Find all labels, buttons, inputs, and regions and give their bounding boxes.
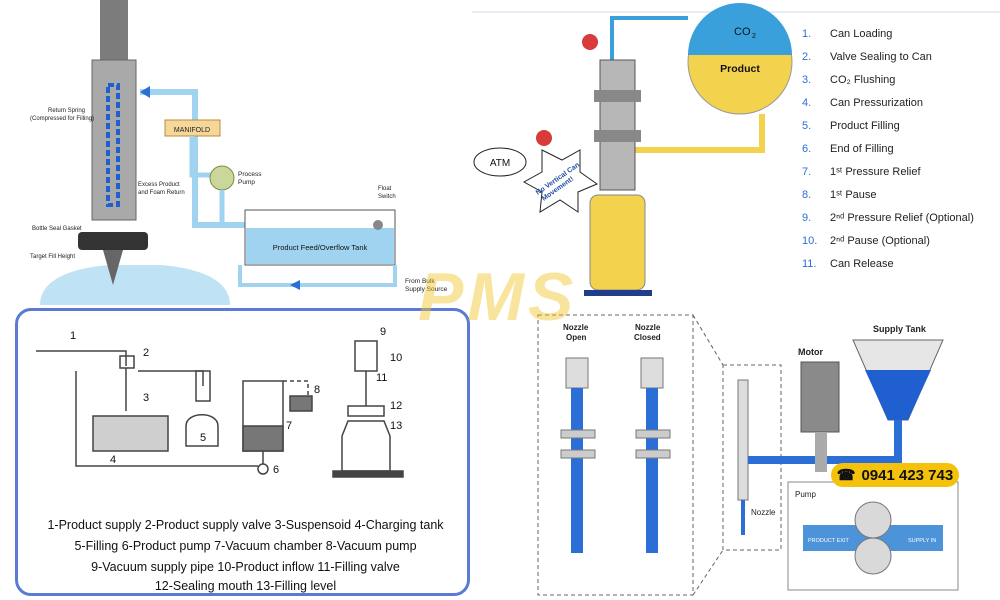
list-item: 11.Can Release [802, 258, 894, 270]
svg-text:Supply Tank: Supply Tank [873, 324, 927, 334]
list-item: 10.2ⁿᵈ Pause (Optional) [802, 235, 930, 247]
red-valve-top [582, 34, 598, 50]
svg-text:Open: Open [566, 333, 587, 342]
svg-text:Nozzle: Nozzle [635, 323, 661, 332]
can [589, 194, 646, 291]
svg-text:Pump: Pump [795, 490, 816, 499]
svg-text:SUPPLY IN: SUPPLY IN [908, 538, 936, 544]
list-item: 9.2ⁿᵈ Pressure Relief (Optional) [802, 212, 974, 224]
svg-text:Product: Product [720, 63, 760, 75]
charging-tank [92, 415, 169, 452]
bottle-liquid [40, 265, 230, 305]
svg-text:4: 4 [110, 454, 116, 466]
phone-icon: ☎ [836, 467, 856, 484]
list-item: 6.End of Filling [802, 143, 894, 155]
list-item: 4.Can Pressurization [802, 97, 923, 109]
legend-line-2: 5-Filling 6-Product pump 7-Vacuum chambe… [74, 539, 417, 553]
list-item: 2.Valve Sealing to Can [802, 51, 932, 63]
phone-badge[interactable]: ☎ 0941 423 743 [831, 463, 959, 487]
warning-burst [522, 149, 599, 213]
can-filler-diagram: CO 2 Product ATM No Vertical Can Movemen… [472, 0, 1000, 305]
svg-text:10: 10 [390, 352, 402, 364]
legend-line-1: 1-Product supply 2-Product supply valve … [47, 518, 444, 532]
svg-text:7: 7 [286, 420, 292, 432]
svg-text:Bottle Seal Gasket: Bottle Seal Gasket [32, 226, 82, 232]
seal-gasket [78, 232, 148, 250]
process-pump [209, 165, 235, 191]
valve-stem [100, 0, 128, 60]
svg-text:Pump: Pump [238, 179, 255, 186]
supply-valve [119, 355, 135, 369]
svg-text:ATM: ATM [490, 158, 510, 169]
filling-bottle [185, 414, 219, 447]
svg-text:(Compressed for Filling): (Compressed for Filling) [30, 116, 94, 122]
filling-valve [599, 59, 636, 191]
svg-text:6: 6 [273, 464, 279, 476]
vacuum-filler-schematic: 1 2 3 4 5 6 7 8 9 10 11 12 13 1-Product … [15, 308, 470, 596]
svg-text:Excess Product: Excess Product [138, 182, 180, 188]
filling-bottle-13 [341, 420, 391, 472]
pms-watermark: PMS [418, 259, 578, 335]
svg-text:Supply Source: Supply Source [405, 286, 448, 293]
svg-text:Return Spring: Return Spring [48, 108, 85, 114]
svg-text:and Foam Return: and Foam Return [138, 190, 185, 196]
svg-text:PRODUCT EXIT: PRODUCT EXIT [808, 538, 849, 544]
legend-line-4: 12-Sealing mouth 13-Filling level [154, 579, 337, 593]
overflow-filler-diagram: MANIFOLD Process Pump Product Feed/Overf… [0, 0, 472, 305]
svg-text:Nozzle: Nozzle [563, 323, 589, 332]
list-item: 7.1ˢᵗ Pressure Relief [802, 166, 921, 178]
nozzle-pump-diagram: Nozzle Open Nozzle Closed Nozzle Motor S… [533, 310, 1000, 600]
legend-line-3: 9-Vacuum supply pipe 10-Product inflow 1… [91, 560, 400, 574]
svg-text:Target Fill Height: Target Fill Height [30, 254, 75, 260]
svg-text:Switch: Switch [378, 194, 396, 200]
svg-text:2: 2 [143, 347, 149, 359]
svg-text:9: 9 [380, 326, 386, 338]
svg-text:13: 13 [390, 420, 402, 432]
pump-gear-bottom [854, 537, 892, 575]
vacuum-pump [289, 395, 313, 412]
svg-text:CO: CO [734, 26, 751, 38]
product-pump [257, 463, 269, 475]
list-item: 3.CO₂ Flushing [802, 74, 896, 86]
svg-text:From Bulk: From Bulk [405, 278, 435, 285]
svg-text:MANIFOLD: MANIFOLD [174, 127, 210, 134]
float-switch [373, 220, 383, 230]
nozzle-tip [103, 250, 123, 285]
atm-cloud [473, 147, 527, 177]
nozzle-closed [646, 388, 658, 553]
svg-text:Nozzle: Nozzle [751, 508, 776, 517]
svg-text:Float: Float [378, 186, 392, 192]
svg-text:11: 11 [376, 372, 387, 384]
svg-text:Closed: Closed [634, 333, 661, 342]
svg-text:2: 2 [752, 33, 756, 40]
svg-text:8: 8 [314, 384, 320, 396]
list-item: 5.Product Filling [802, 120, 900, 132]
svg-text:1: 1 [70, 330, 76, 342]
svg-text:12: 12 [390, 400, 402, 412]
return-spring [106, 83, 120, 207]
filling-valve [354, 340, 378, 372]
motor [800, 361, 840, 433]
svg-text:5: 5 [200, 432, 206, 444]
svg-text:Product Feed/Overflow Tank: Product Feed/Overflow Tank [273, 243, 368, 252]
svg-text:3: 3 [143, 392, 149, 404]
nozzle-open [571, 388, 583, 553]
list-item: 1.Can Loading [802, 28, 893, 40]
svg-text:Process: Process [238, 171, 262, 178]
red-valve-side [536, 130, 552, 146]
svg-text:Motor: Motor [798, 347, 823, 357]
pump-gear-top [854, 501, 892, 539]
list-item: 8.1ˢᵗ Pause [802, 189, 877, 201]
process-steps-list: 1.Can Loading 2.Valve Sealing to Can 3.C… [802, 28, 974, 281]
